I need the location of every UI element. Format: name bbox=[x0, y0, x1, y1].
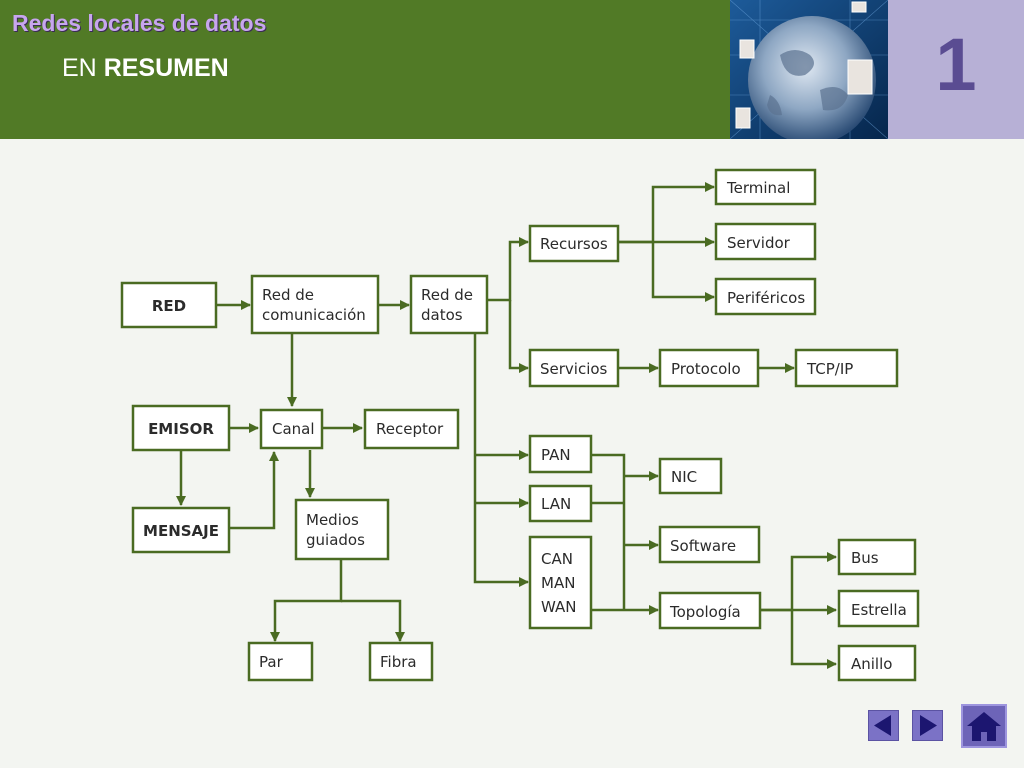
node-man-label: MAN bbox=[541, 574, 575, 592]
home-button[interactable] bbox=[961, 704, 1007, 748]
triangle-right-icon bbox=[920, 715, 937, 736]
branch-datos-servicios bbox=[508, 300, 529, 373]
node-medios-guiados-line1: Medios bbox=[306, 511, 359, 529]
node-anillo: Anillo bbox=[837, 644, 917, 682]
node-par-label: Par bbox=[259, 653, 284, 671]
prev-button[interactable] bbox=[868, 710, 899, 741]
node-fibra-label: Fibra bbox=[380, 653, 417, 671]
branch-medios bbox=[270, 559, 343, 642]
globe-network-graphic bbox=[730, 0, 888, 139]
node-servidor-label: Servidor bbox=[727, 234, 791, 252]
course-title: Redes locales de datos bbox=[12, 10, 267, 36]
bus-networks bbox=[591, 453, 626, 610]
node-recursos: Recursos bbox=[528, 224, 620, 263]
trunk-datos-right bbox=[487, 237, 529, 302]
node-red-comunicacion-line2: comunicación bbox=[262, 306, 366, 324]
node-recursos-label: Recursos bbox=[540, 235, 608, 253]
node-tcpip-label: TCP/IP bbox=[806, 360, 853, 378]
branch-topologia-anillo bbox=[790, 610, 837, 669]
section-title-bold: RESUMEN bbox=[103, 54, 229, 82]
node-software: Software bbox=[658, 525, 761, 564]
node-nic-label: NIC bbox=[671, 468, 697, 486]
node-terminal-label: Terminal bbox=[726, 179, 790, 197]
node-pan: PAN bbox=[528, 434, 593, 474]
node-par: Par bbox=[247, 641, 314, 682]
node-can-man-wan: CAN MAN WAN bbox=[528, 535, 593, 630]
node-emisor: EMISOR bbox=[131, 404, 231, 452]
node-perifericos: Periféricos bbox=[714, 277, 817, 316]
section-title: EN RESUMEN bbox=[62, 54, 229, 83]
home-icon bbox=[967, 712, 1001, 741]
node-bus: Bus bbox=[837, 538, 917, 576]
node-servicios-label: Servicios bbox=[540, 360, 608, 378]
branch-topologia-bus bbox=[760, 552, 837, 612]
node-red-comunicacion-line1: Red de bbox=[262, 286, 314, 304]
node-receptor: Receptor bbox=[363, 408, 460, 450]
next-button[interactable] bbox=[912, 710, 943, 741]
chapter-number: 1 bbox=[935, 23, 977, 106]
node-protocolo-label: Protocolo bbox=[671, 360, 741, 378]
node-red-datos-line1: Red de bbox=[421, 286, 473, 304]
branch-recursos-perifericos bbox=[651, 242, 715, 302]
node-emisor-label: EMISOR bbox=[148, 420, 214, 438]
node-mensaje: MENSAJE bbox=[131, 506, 231, 554]
node-tcpip: TCP/IP bbox=[794, 348, 899, 388]
node-topologia: Topología bbox=[658, 591, 762, 630]
node-topologia-label: Topología bbox=[669, 603, 741, 621]
node-terminal: Terminal bbox=[714, 168, 817, 206]
node-red-datos-line2: datos bbox=[421, 306, 463, 324]
triangle-left-icon bbox=[874, 715, 891, 736]
node-canal: Canal bbox=[259, 408, 324, 450]
node-bus-label: Bus bbox=[851, 549, 879, 567]
node-pan-label: PAN bbox=[541, 446, 571, 464]
node-red-comunicacion: Red de comunicación bbox=[250, 274, 380, 335]
section-prefix: EN bbox=[62, 54, 97, 82]
node-mensaje-label: MENSAJE bbox=[143, 522, 219, 540]
node-medios-guiados-line2: guiados bbox=[306, 531, 365, 549]
branch-recursos-terminal bbox=[618, 182, 715, 244]
branch-medios-fibra bbox=[341, 599, 405, 642]
node-servicios: Servicios bbox=[528, 348, 620, 388]
node-anillo-label: Anillo bbox=[851, 655, 892, 673]
node-nic: NIC bbox=[658, 457, 723, 495]
arrow-mensaje-canal bbox=[229, 451, 279, 530]
node-red: RED bbox=[120, 281, 218, 329]
node-canal-label: Canal bbox=[272, 420, 315, 438]
node-receptor-label: Receptor bbox=[376, 420, 444, 438]
node-software-label: Software bbox=[670, 537, 736, 555]
node-protocolo: Protocolo bbox=[658, 348, 760, 388]
node-wan-label: WAN bbox=[541, 598, 577, 616]
node-estrella-label: Estrella bbox=[851, 601, 907, 619]
node-medios-guiados: Medios guiados bbox=[294, 498, 390, 561]
globe-network-image bbox=[730, 0, 888, 139]
node-lan-label: LAN bbox=[541, 495, 571, 513]
node-perifericos-label: Periféricos bbox=[727, 289, 805, 307]
connector-lines bbox=[176, 182, 837, 669]
trunk-datos-down bbox=[473, 333, 529, 587]
chapter-box: 1 bbox=[888, 0, 1024, 139]
node-can-label: CAN bbox=[541, 550, 573, 568]
node-servidor: Servidor bbox=[714, 222, 817, 261]
header-bar: Redes locales de datos EN RESUMEN bbox=[0, 0, 730, 139]
node-lan: LAN bbox=[528, 484, 593, 523]
node-red-label: RED bbox=[152, 297, 186, 315]
node-fibra: Fibra bbox=[368, 641, 434, 682]
node-red-datos: Red de datos bbox=[409, 274, 489, 335]
node-estrella: Estrella bbox=[837, 589, 920, 628]
